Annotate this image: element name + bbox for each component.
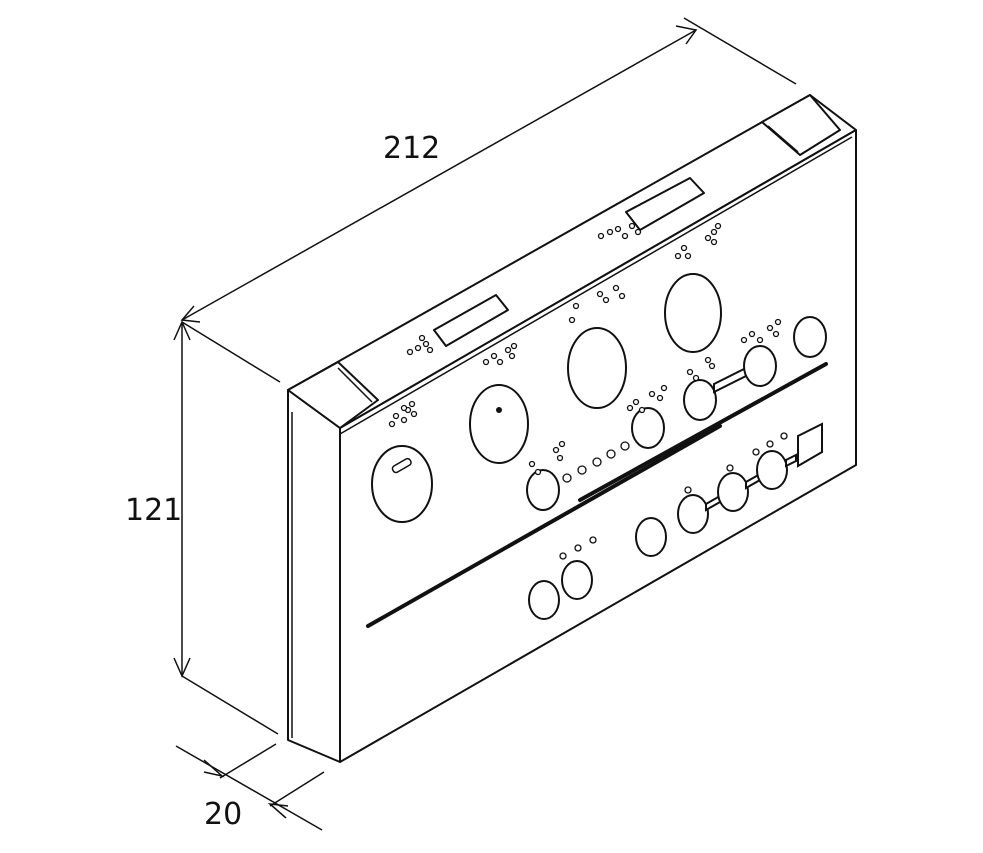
top-right-button[interactable]	[793, 316, 827, 358]
lower-divider-line	[366, 424, 722, 628]
depth-arrow-left	[203, 759, 225, 778]
dial-slot	[391, 457, 412, 474]
height-label: 121	[125, 493, 182, 528]
width-arrow-right	[675, 25, 698, 45]
square-button[interactable]	[797, 422, 823, 468]
upper-divider-line	[578, 362, 828, 502]
link-bar-4	[785, 453, 797, 468]
left-cap-line	[337, 367, 373, 403]
front-panel-controls	[366, 222, 828, 628]
right-end-cap	[761, 94, 841, 156]
button-c[interactable]	[683, 379, 717, 421]
device-box	[287, 94, 857, 763]
dial-2-marker	[496, 407, 502, 413]
left-end-cap	[287, 361, 379, 429]
button-e[interactable]	[635, 517, 667, 557]
depth-arrow-right	[267, 802, 289, 819]
width-ext-line-right	[683, 17, 797, 85]
height-ext-line-bottom	[181, 675, 279, 735]
depth-label: 20	[204, 797, 242, 832]
led-row	[562, 441, 630, 483]
width-dim-line	[181, 29, 697, 321]
dial-4[interactable]	[664, 273, 722, 353]
depth-ext-line-right	[269, 771, 325, 807]
top-slot-left	[433, 294, 509, 347]
right-cap-line	[767, 125, 799, 153]
dimension-height: 121	[125, 320, 279, 735]
button-g[interactable]	[717, 472, 749, 512]
depth-ext-line-left	[219, 743, 277, 779]
front-face	[339, 129, 857, 763]
button-d[interactable]	[743, 345, 777, 387]
height-arrow-top	[173, 320, 191, 341]
left-dial-knob[interactable]	[371, 445, 433, 523]
front-braille-dots-upper	[388, 222, 722, 428]
depth-dim-line	[175, 745, 323, 831]
top-slot-right	[625, 177, 705, 231]
dial-3[interactable]	[567, 327, 627, 409]
dial-2[interactable]	[469, 384, 529, 464]
dimension-depth: 20	[175, 743, 325, 832]
button-a[interactable]	[526, 469, 560, 511]
width-arrow-left	[180, 305, 201, 323]
small-indicator-dots-lower	[559, 536, 597, 560]
height-arrow-bottom	[173, 657, 191, 678]
width-ext-line-left	[181, 321, 281, 383]
dimension-width: 212	[180, 17, 797, 383]
front-braille-dots-mid	[528, 318, 782, 476]
side-face	[287, 389, 341, 763]
small-indicator-dots-row2	[684, 432, 788, 494]
front-top-edge-line	[339, 136, 853, 435]
button-i[interactable]	[528, 580, 560, 620]
top-braille-dots	[406, 222, 642, 356]
button-f[interactable]	[677, 494, 709, 534]
button-b[interactable]	[631, 407, 665, 449]
width-label: 212	[383, 131, 440, 166]
button-j[interactable]	[561, 560, 593, 600]
button-h[interactable]	[756, 450, 788, 490]
